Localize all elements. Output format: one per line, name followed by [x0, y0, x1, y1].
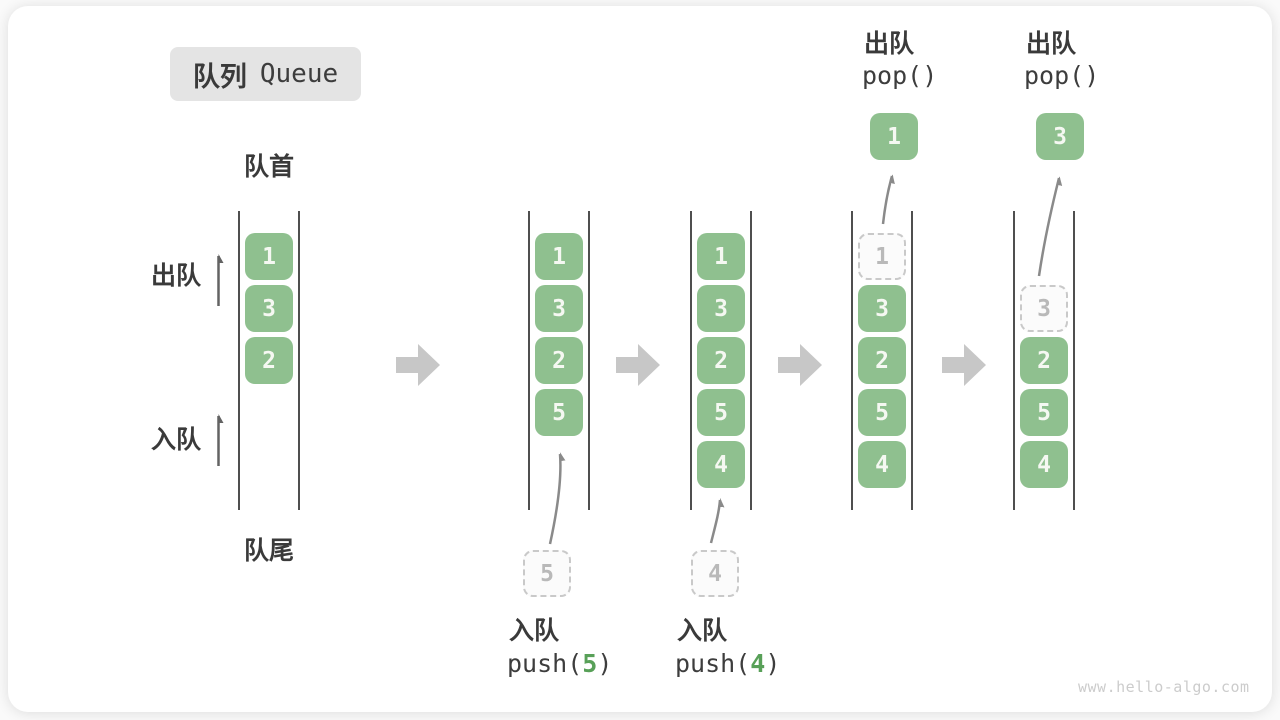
queue-item: 5 [858, 389, 906, 436]
queue-wall-right [298, 211, 300, 510]
queue-item: 3 [245, 285, 293, 332]
enqueue-code: push(5) [507, 649, 613, 679]
queue-item: 5 [697, 389, 745, 436]
queue-item: 4 [1020, 441, 1068, 488]
queue-wall-right [1073, 211, 1075, 510]
code-arg: 4 [750, 649, 766, 678]
queue-wall-right [750, 211, 752, 510]
queue-wall-left [1013, 211, 1015, 510]
popped-item: 3 [1036, 113, 1084, 160]
queue-wall-left [528, 211, 530, 510]
queue-wall-right [911, 211, 913, 510]
queue-item: 4 [697, 441, 745, 488]
label-queue-front: 队首 [244, 153, 295, 181]
removed-item: 3 [1020, 285, 1068, 332]
code-arg: 5 [582, 649, 598, 678]
diagram-card [8, 6, 1272, 712]
queue-item: 2 [697, 337, 745, 384]
title-badge: 队列 Queue [170, 47, 361, 101]
incoming-item: 4 [691, 550, 739, 597]
dequeue-caption: 出队 [864, 30, 915, 58]
dequeue-caption: 出队 [1026, 30, 1077, 58]
dequeue-code: pop() [862, 61, 938, 90]
queue-item: 2 [245, 337, 293, 384]
queue-item: 2 [858, 337, 906, 384]
queue-wall-left [238, 211, 240, 510]
queue-item: 1 [697, 233, 745, 280]
title-en: Queue [259, 59, 339, 89]
label-dequeue-side: 出队 [151, 262, 202, 290]
popped-item: 1 [870, 113, 918, 160]
code-fn: push( [507, 649, 583, 678]
queue-item: 1 [535, 233, 583, 280]
incoming-item: 5 [523, 550, 571, 597]
queue-item: 3 [697, 285, 745, 332]
queue-item: 4 [858, 441, 906, 488]
queue-item: 2 [535, 337, 583, 384]
code-close: ) [765, 649, 781, 678]
queue-wall-left [851, 211, 853, 510]
queue-wall-left [690, 211, 692, 510]
label-enqueue-side: 入队 [151, 426, 202, 454]
queue-item: 5 [535, 389, 583, 436]
code-close: ) [597, 649, 613, 678]
queue-item: 5 [1020, 389, 1068, 436]
removed-item: 1 [858, 233, 906, 280]
enqueue-caption: 入队 [509, 617, 560, 645]
code-fn: push( [675, 649, 751, 678]
queue-item: 3 [858, 285, 906, 332]
queue-item: 2 [1020, 337, 1068, 384]
queue-item: 1 [245, 233, 293, 280]
site-watermark: www.hello-algo.com [1078, 678, 1250, 696]
label-queue-rear: 队尾 [244, 537, 295, 565]
enqueue-code: push(4) [675, 649, 781, 679]
queue-wall-right [588, 211, 590, 510]
dequeue-code: pop() [1024, 61, 1100, 90]
enqueue-caption: 入队 [677, 617, 728, 645]
title-zh: 队列 [192, 61, 247, 92]
queue-item: 3 [535, 285, 583, 332]
